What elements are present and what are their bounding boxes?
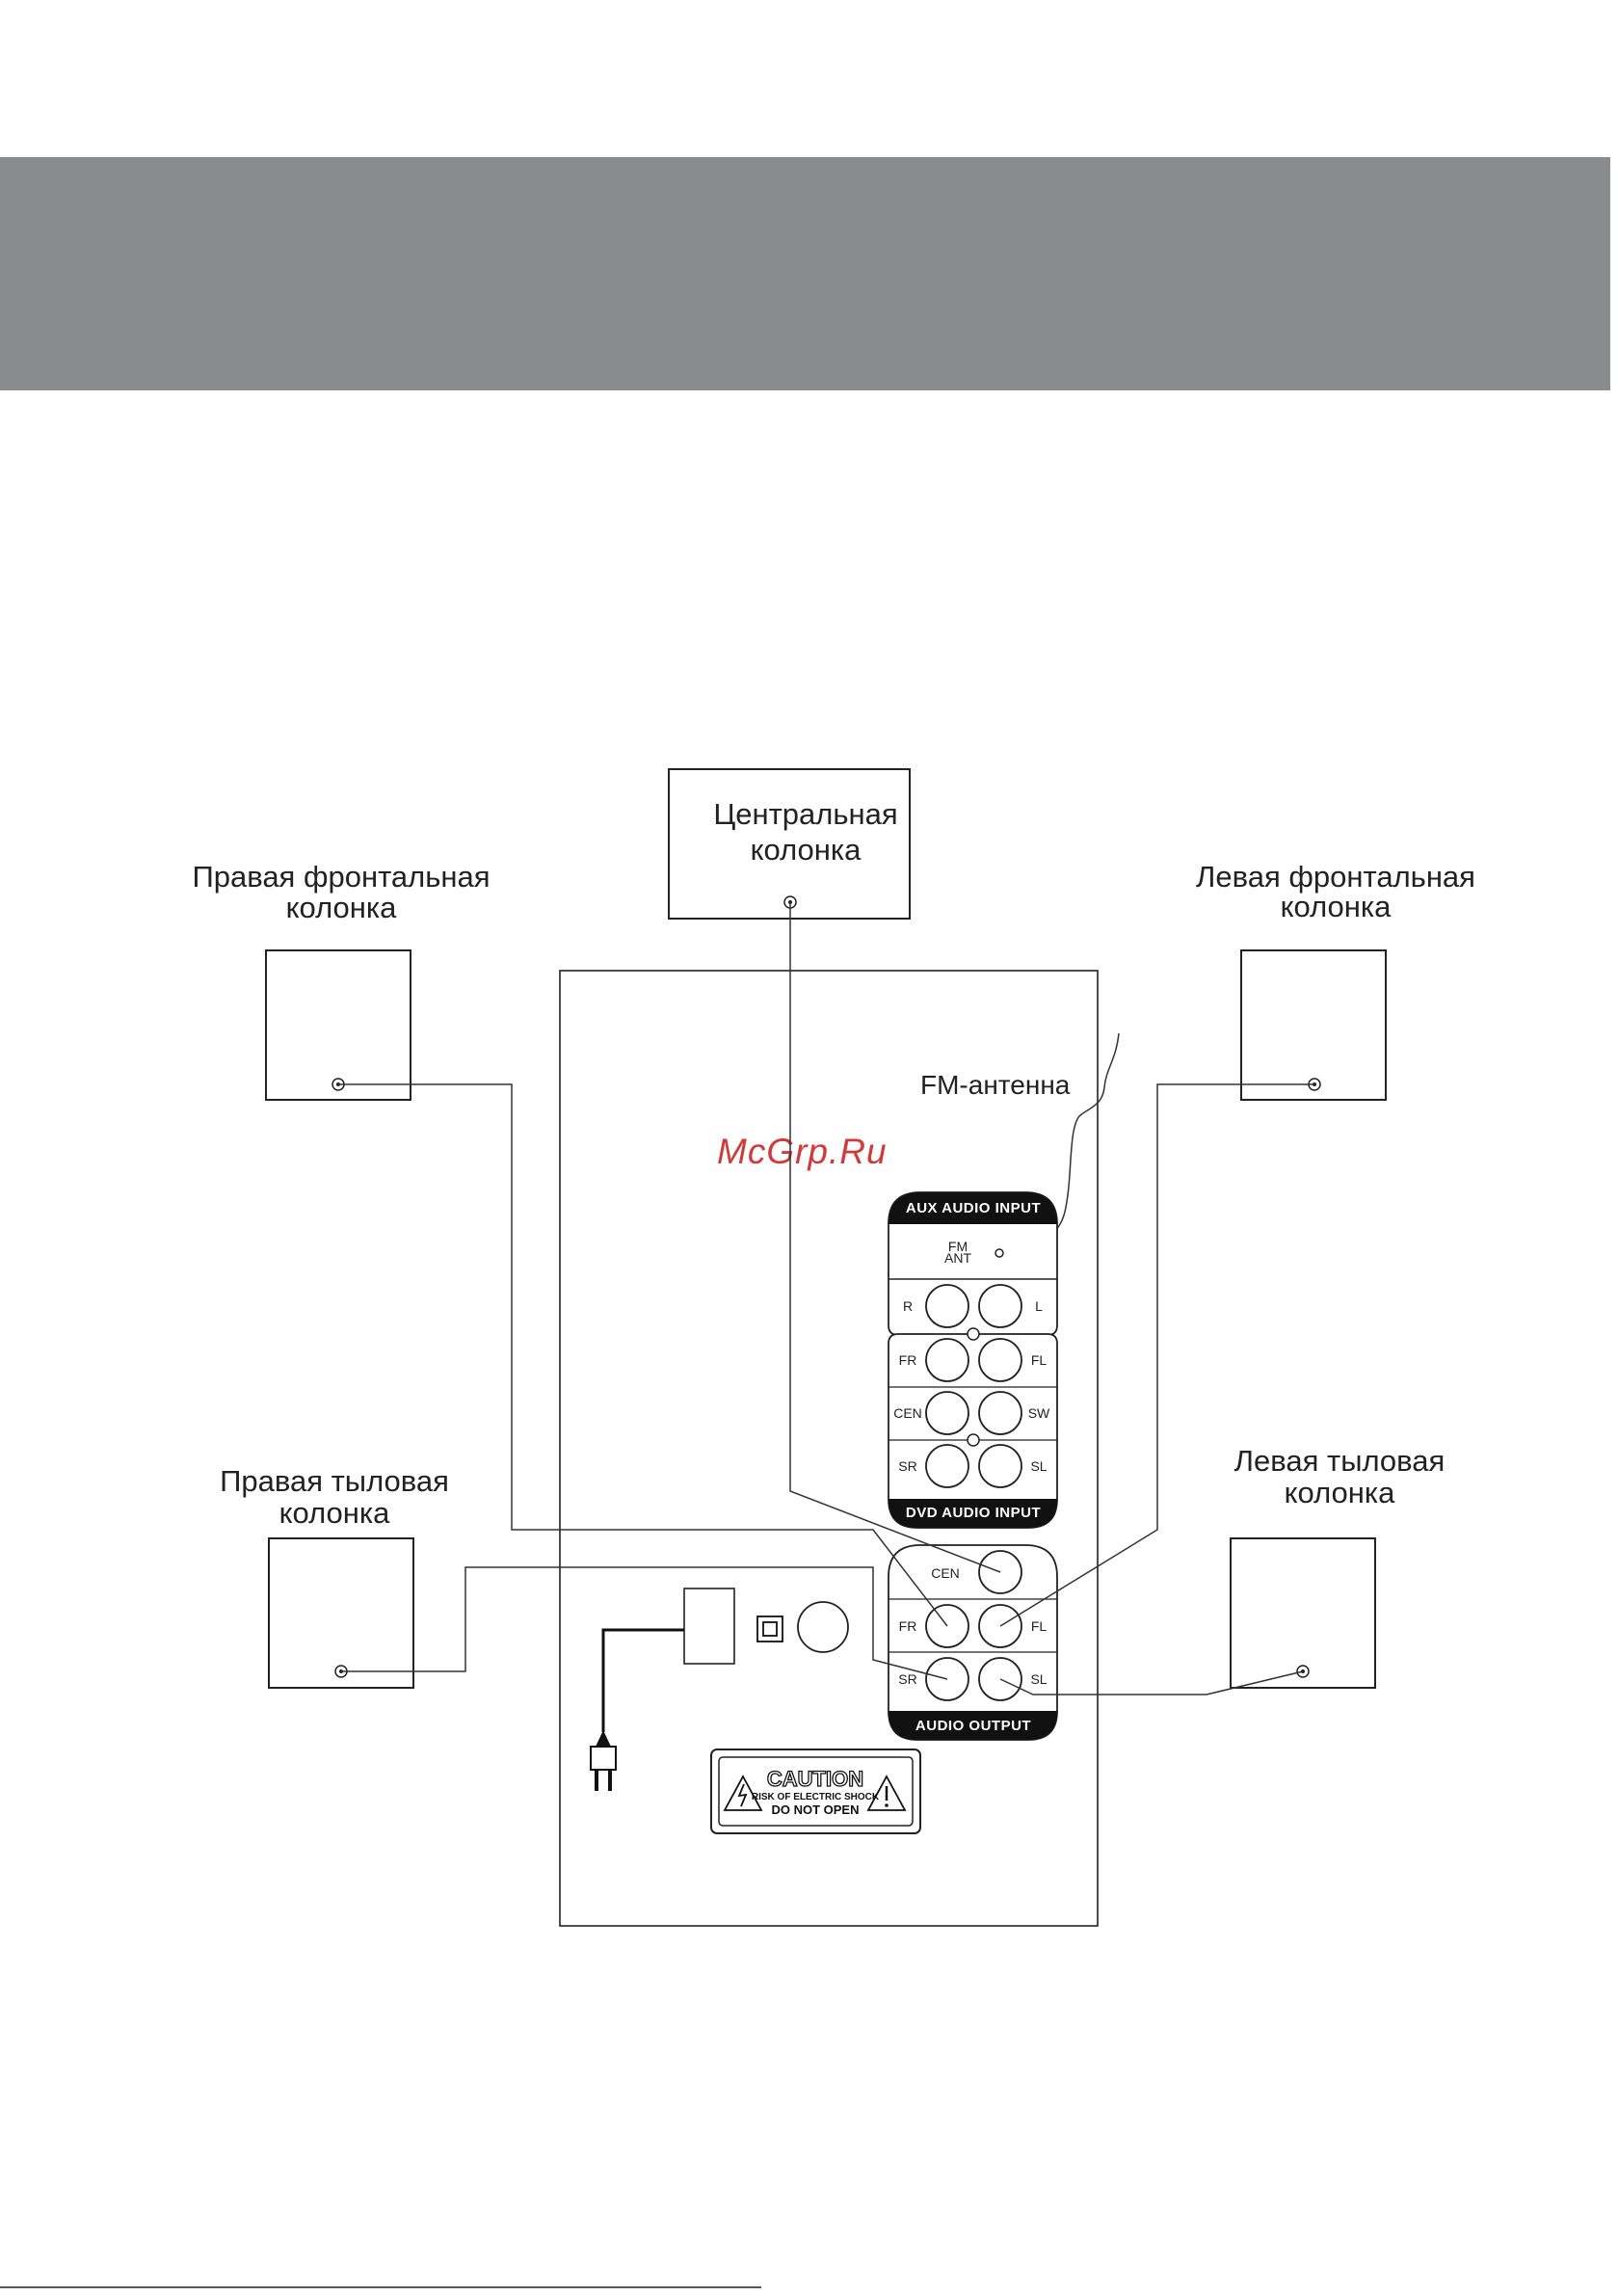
front-left-speaker-label-1: Левая фронтальная	[1196, 860, 1475, 894]
dvd-jack-sw	[979, 1392, 1021, 1434]
aux-jack-r	[926, 1285, 968, 1327]
rear-right-speaker: Правая тыловая колонка	[220, 1464, 449, 1688]
rear-left-speaker-label-2: колонка	[1285, 1476, 1396, 1509]
out-label-fl: FL	[1031, 1618, 1048, 1634]
caution-line-2: DO NOT OPEN	[771, 1802, 859, 1817]
output-panel-title: AUDIO OUTPUT	[915, 1718, 1031, 1734]
rear-left-speaker: Левая тыловая колонка	[1231, 1444, 1445, 1688]
aux-label-r: R	[903, 1298, 913, 1314]
aux-label-l: L	[1035, 1298, 1043, 1314]
out-label-sl: SL	[1030, 1671, 1047, 1687]
power-cord	[603, 1630, 684, 1732]
dvd-jack-sl	[979, 1445, 1021, 1487]
front-right-speaker-label-2: колонка	[286, 891, 398, 924]
dvd-jack-sr	[926, 1445, 968, 1487]
dvd-jack-cen	[926, 1392, 968, 1434]
round-knob	[798, 1602, 848, 1652]
caution-title: CAUTION	[767, 1767, 863, 1791]
rear-right-speaker-label-1: Правая тыловая	[220, 1464, 449, 1498]
caution-line-1: RISK OF ELECTRIC SHOCK	[752, 1792, 880, 1802]
power-plug-icon	[591, 1730, 616, 1791]
dvd-label-cen: CEN	[893, 1405, 922, 1421]
fm-antenna-label: FM-антенна	[920, 1070, 1071, 1100]
aux-audio-input-panel: AUX AUDIO INPUT FM ANT R L	[889, 1192, 1057, 1335]
rear-right-speaker-label-2: колонка	[279, 1496, 391, 1530]
dvd-panel-title: DVD AUDIO INPUT	[906, 1505, 1041, 1521]
fm-ant-label-2: ANT	[944, 1250, 971, 1266]
dvd-label-sl: SL	[1030, 1458, 1047, 1474]
front-right-speaker: Правая фронтальная колонка	[192, 860, 490, 1100]
dvd-label-sr: SR	[898, 1458, 916, 1474]
out-label-cen: CEN	[931, 1565, 960, 1581]
dvd-jack-fr	[926, 1339, 968, 1381]
watermark: McGrp.Ru	[717, 1132, 888, 1171]
front-left-speaker: Левая фронтальная колонка	[1196, 860, 1475, 1100]
power-socket	[684, 1589, 734, 1664]
dvd-label-fr: FR	[899, 1352, 917, 1368]
center-speaker-label-1: Центральная	[713, 797, 897, 831]
front-right-speaker-label-1: Правая фронтальная	[192, 860, 490, 894]
rear-left-speaker-label-1: Левая тыловая	[1234, 1444, 1446, 1478]
aux-jack-l	[979, 1285, 1021, 1327]
dvd-label-fl: FL	[1031, 1352, 1048, 1368]
out-label-sr: SR	[898, 1671, 916, 1687]
double-insulation-icon	[757, 1616, 782, 1642]
fm-ant-jack	[995, 1249, 1003, 1257]
audio-output-panel: AUDIO OUTPUT CEN FR FL SR SL	[889, 1545, 1057, 1740]
wire-rear-right	[341, 1567, 947, 1679]
caution-label: CAUTION RISK OF ELECTRIC SHOCK DO NOT OP…	[711, 1749, 920, 1833]
center-speaker-label-2: колонка	[751, 833, 862, 867]
dvd-label-sw: SW	[1028, 1405, 1050, 1421]
out-label-fr: FR	[899, 1618, 917, 1634]
dvd-audio-input-panel: DVD AUDIO INPUT FR FL CEN SW SR SL	[889, 1328, 1057, 1528]
dvd-jack-fl	[979, 1339, 1021, 1381]
center-speaker: Центральная колонка	[669, 769, 910, 919]
aux-panel-title: AUX AUDIO INPUT	[906, 1200, 1041, 1216]
front-left-speaker-label-2: колонка	[1281, 890, 1393, 923]
